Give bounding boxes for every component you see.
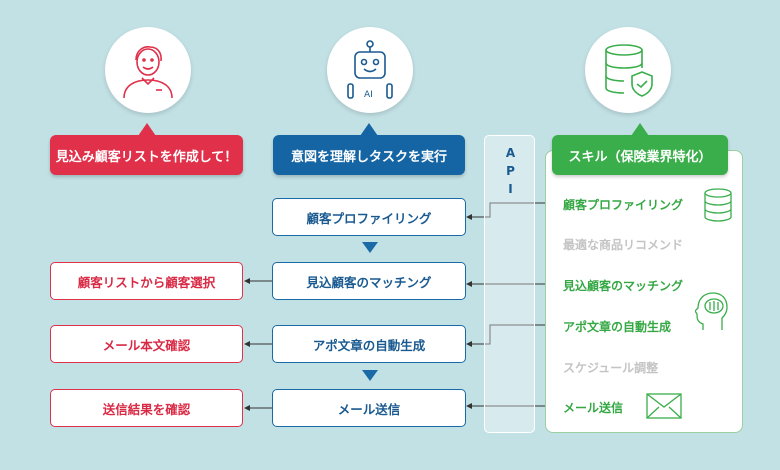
user-request-text: 見込み顧客リストを作成して！ [55, 149, 238, 165]
database-icon [704, 188, 732, 222]
user-request-bubble: 見込み顧客リストを作成して！ [50, 123, 243, 175]
ai-bubble: 意図を理解しタスクを実行 [273, 123, 465, 175]
ai-avatar: AI [327, 27, 413, 113]
output-box: 顧客リストから顧客選択 [50, 262, 243, 300]
skill-item: 見込顧客のマッチング [563, 279, 684, 293]
skill-item: メール送信 [563, 401, 624, 415]
skill-item: 顧客プロファイリング [563, 198, 684, 212]
envelope-icon [646, 393, 682, 419]
skill-item: スケジュール調整 [563, 361, 659, 375]
svg-text:AI: AI [364, 90, 373, 100]
user-avatar [105, 27, 191, 113]
step-box: メール送信 [272, 389, 466, 427]
step-box: 見込顧客のマッチング [272, 262, 466, 300]
step-box: アポ文章の自動生成 [272, 325, 466, 363]
output-box: メール本文確認 [50, 325, 243, 363]
skills-title-text: スキル（保険業界特化） [568, 149, 712, 165]
step-label: 顧客プロファイリング [306, 210, 432, 226]
database-shield-icon [605, 44, 653, 97]
output-label: 送信結果を確認 [102, 401, 191, 417]
api-column: API [484, 135, 535, 433]
robot-icon: AI [347, 40, 393, 100]
brain-head-icon [695, 292, 728, 330]
skills-panel [545, 150, 743, 433]
person-icon [123, 46, 173, 99]
down-arrow-icon [362, 370, 378, 381]
skills-title: スキル（保険業界特化） [552, 123, 728, 175]
ai-label: 意図を理解しタスクを実行 [290, 149, 447, 165]
step-label: アポ文章の自動生成 [312, 337, 426, 353]
output-box: 送信結果を確認 [50, 389, 243, 427]
skill-item: 最適な商品リコメンド [563, 238, 684, 252]
down-arrow-icon [362, 242, 378, 253]
skill-item: アポ文章の自動生成 [563, 320, 672, 334]
api-label: API [503, 146, 518, 200]
step-label: メール送信 [337, 401, 401, 417]
output-label: メール本文確認 [102, 337, 191, 353]
skills-avatar [585, 27, 671, 113]
output-label: 顧客リストから顧客選択 [77, 274, 216, 290]
step-box: 顧客プロファイリング [272, 198, 466, 236]
step-label: 見込顧客のマッチング [306, 274, 432, 290]
